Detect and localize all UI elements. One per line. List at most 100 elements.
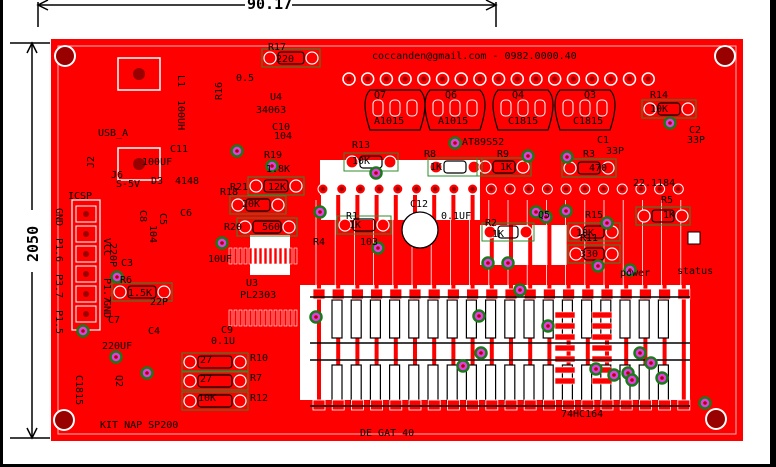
component-ref-c12: C12 [410,199,428,210]
connector-slot [389,364,401,404]
transistor-pad [562,99,574,117]
component-value-d3: 4148 [175,176,199,187]
dip-drill [433,186,438,192]
ic-pin [278,247,283,265]
via-drill [477,314,481,318]
via-drill [605,221,609,225]
component-outline [336,215,392,235]
smd-pad [446,399,460,411]
component-outline [229,195,287,215]
ic-pin [554,366,576,374]
via-drill [630,378,634,382]
connector-slot [446,364,458,404]
component-value-r7: 27 [200,374,212,385]
via-drill [376,246,380,250]
dip-drill [507,186,513,192]
ic-pin [238,247,243,265]
component-ref-r12: R12 [250,393,268,404]
component-ref-q7: Q7 [374,90,386,101]
usb-shield-pad [117,57,161,91]
smd-pad [523,399,537,411]
component-ref-r6: R6 [120,275,132,286]
connector-slot [427,299,439,339]
component-value-q6: A1015 [438,116,468,127]
ic-pin [268,247,273,265]
icsp-drill [83,251,89,257]
connector-slot [331,364,343,404]
connector-slot [408,364,420,404]
component-outline [247,176,305,196]
via-drill [506,261,510,265]
resistor-pad [601,161,615,175]
ic-pin [278,309,283,327]
component-ref-q5: Q5 [538,210,550,221]
smd-pad [600,288,614,300]
ic-pin [243,247,248,265]
ic-pin [293,309,298,327]
connector-slot [580,299,593,339]
via-drill [479,351,483,355]
component-outline [181,391,249,411]
resistor-body [197,355,233,369]
component-value-r5: 1K [663,210,675,221]
component-value-r15: 10K [576,228,594,239]
connector-slot [331,299,343,339]
header-drill [440,76,445,82]
component-ref-c11: C11 [170,144,188,155]
smd-pad [389,399,403,411]
resistor-pad [249,179,263,193]
header-drill [589,76,595,82]
via-drill [564,209,568,213]
component-value-c12: 0.1UF [441,211,471,222]
dip-drill [358,186,363,192]
resistor-pad [345,155,359,169]
component-ref-u4: U4 [270,92,282,103]
component-value-r17: 220 [276,54,294,65]
side-pin-label: P3.7 [53,274,64,298]
width-dimension-label: 90.17 [247,0,293,13]
component-ref-r5: R5 [661,195,673,206]
resistor-pad [483,225,497,239]
component-ref-r10: R10 [250,353,268,364]
component-value-u3: PL2303 [240,290,276,301]
smd-pad [562,399,575,411]
ic-pin [591,322,613,330]
header-drill [608,76,614,82]
resistor-pad [681,102,695,116]
connector-slot [485,364,497,404]
via-drill [638,351,642,355]
component-value-q7: A1015 [374,116,404,127]
component-ref-r2: R2 [485,218,497,229]
resistor-body [577,161,601,175]
component-ref-r1: R1 [346,211,358,222]
component-ref-l1: L1 [175,75,186,87]
via-drill [626,371,630,375]
icsp-label: ICSP [68,191,92,202]
smd-pad [600,399,614,411]
component-ref-s-5v: S-5V [116,179,140,190]
usb-shield-drill [133,158,145,170]
ic-pin [233,247,238,265]
transistor-pad [579,99,591,117]
icsp-drill [83,291,89,297]
width-dimension [36,0,498,27]
header-drill [552,76,558,82]
via-drill [518,288,522,292]
component-ref-c8: C8 [137,210,148,222]
resistor-pad [233,374,247,388]
transistor-outline [424,89,486,131]
resistor-pad [383,155,397,169]
via-drill [544,215,548,219]
connector-slot [389,299,401,339]
resistor-body [657,102,681,116]
ic-pin [591,355,613,363]
resistor-pad [263,51,277,65]
transistor-pad [406,99,418,117]
p17-label: P1.7 [101,278,112,302]
ic-pin [554,355,576,363]
pads-layer [53,45,736,431]
component-value-r19: 1.8K [266,164,290,175]
smd-pad [408,399,422,411]
smd-pad [581,399,595,411]
transistor-pad [449,99,461,117]
